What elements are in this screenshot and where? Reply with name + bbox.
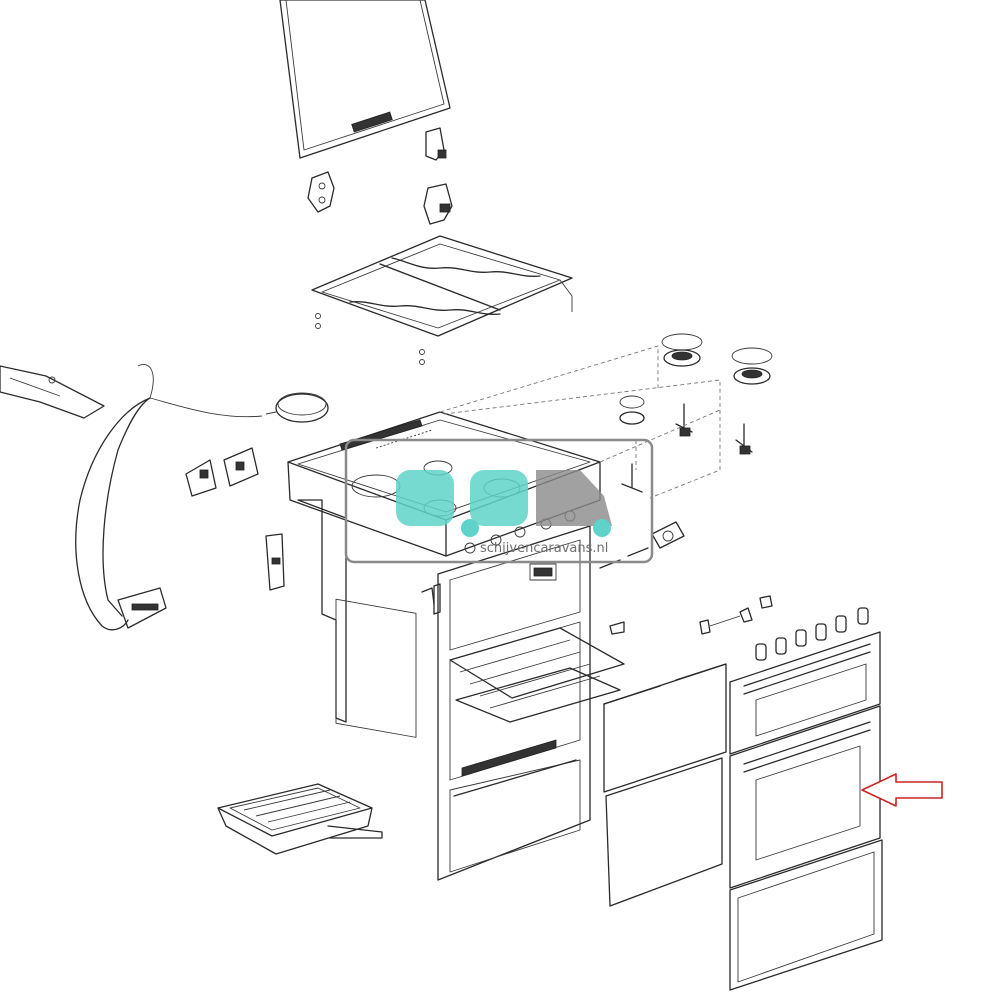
control-knobs xyxy=(609,595,869,661)
oven-shelf xyxy=(449,627,625,723)
lower-bracket xyxy=(421,583,441,615)
wiring-harness xyxy=(0,364,263,631)
oven-doors xyxy=(729,631,883,991)
glass-lid xyxy=(279,0,451,159)
oven-door-upper xyxy=(729,631,881,755)
burners xyxy=(619,333,773,425)
watermark-text: schijvencaravans.nl xyxy=(480,541,608,556)
oven-door-bottom xyxy=(729,839,883,991)
dashed-assembly-lines xyxy=(439,345,721,499)
grill-pan xyxy=(217,783,383,855)
watermark: schijvencaravans.nl xyxy=(344,438,654,564)
side-brackets xyxy=(185,447,285,591)
glass-panels xyxy=(603,663,727,907)
hinge-left xyxy=(307,171,335,213)
pan-support xyxy=(311,235,573,365)
hotplate xyxy=(265,392,329,423)
pointer-arrow xyxy=(861,773,943,807)
hinge-right xyxy=(423,127,453,225)
thermocouples xyxy=(621,403,753,493)
knob-row xyxy=(755,607,869,661)
